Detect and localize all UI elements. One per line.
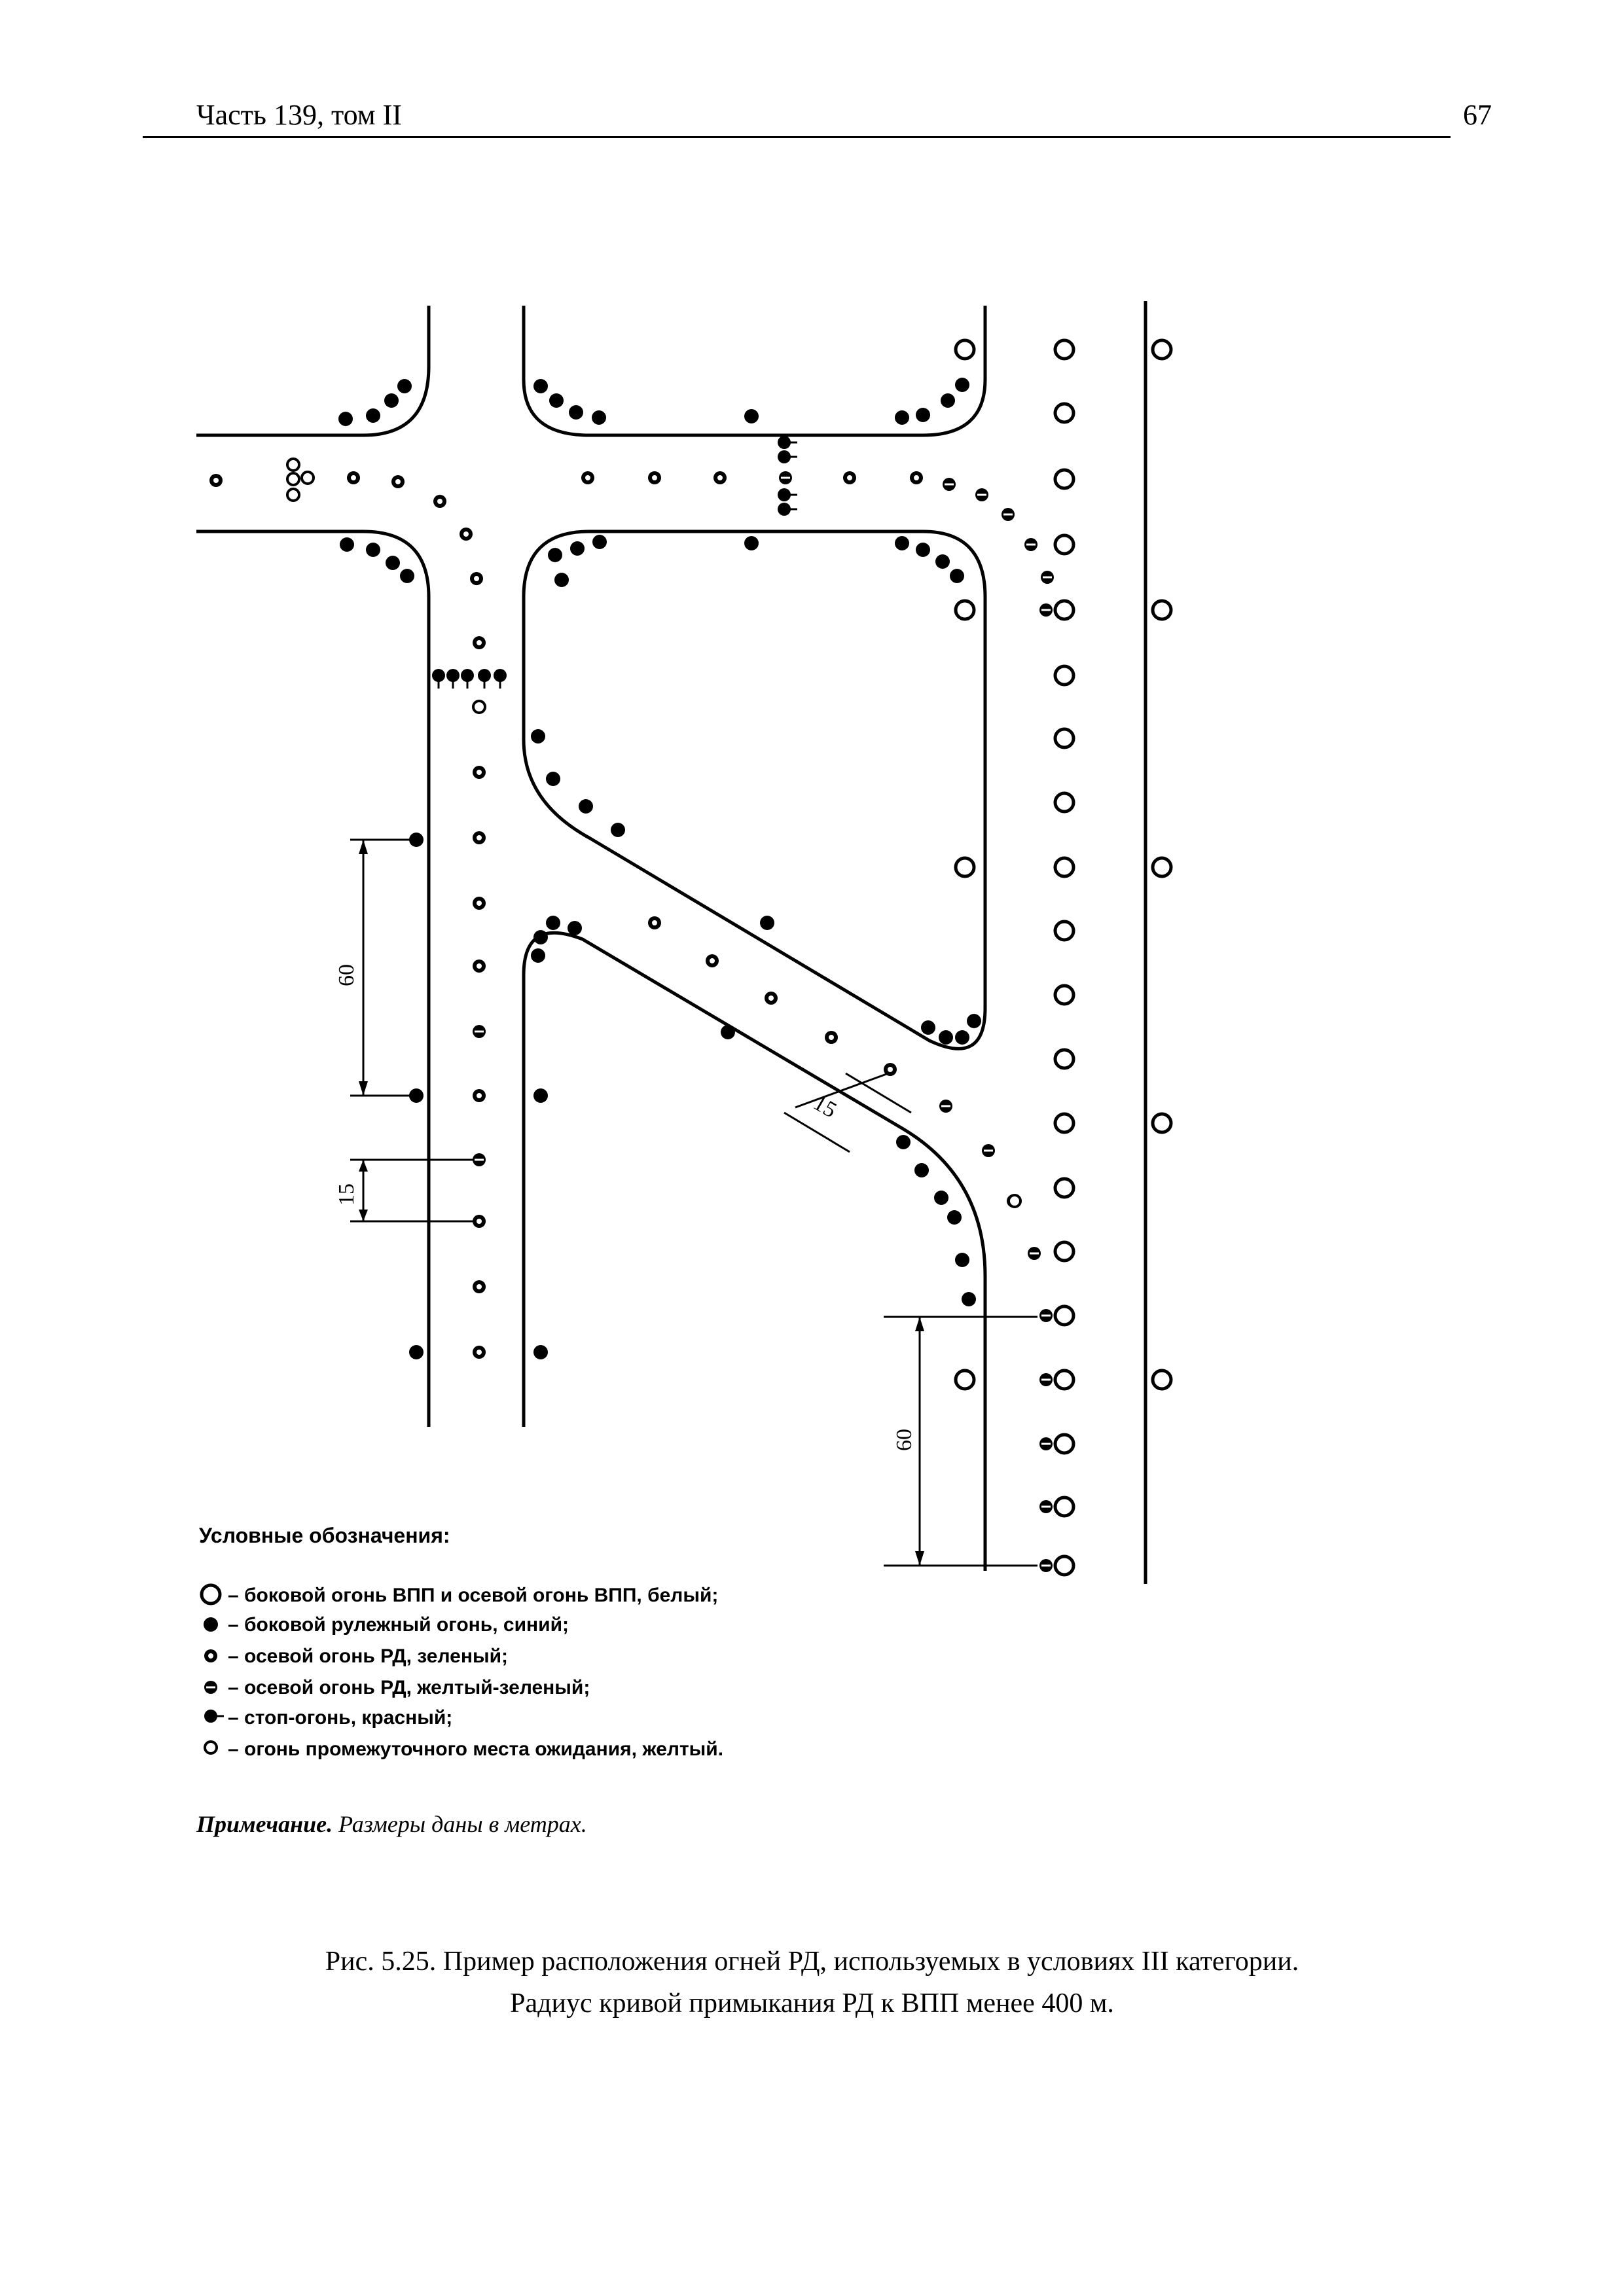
runway-lights — [956, 340, 1171, 1575]
centerline-green-lights — [209, 471, 923, 1359]
runway-light-icon — [202, 1585, 220, 1604]
centerline-yellow-green-icon — [204, 1681, 217, 1694]
pavement-edges — [196, 301, 1147, 1584]
caption-line-1: Рис. 5.25. Пример расположения огней РД,… — [325, 1946, 1299, 1977]
note-text: Размеры даны в метрах. — [338, 1811, 587, 1837]
upper-block-edge — [522, 306, 987, 437]
centerline-green-icon — [204, 1649, 217, 1662]
legend-item-taxiway-edge: – боковой рулежный огонь, синий; — [228, 1614, 569, 1636]
dimension-15-left: 15 — [334, 1183, 359, 1206]
legend-item-intermediate-holding: – огонь промежуточного места ожидания, ж… — [228, 1738, 723, 1760]
page-number: 67 — [1463, 99, 1492, 131]
dimension-60-right: 60 — [892, 1429, 916, 1451]
centerline-yellow-green-lights — [473, 471, 1054, 1572]
legend-title: Условные обозначения: — [199, 1524, 450, 1547]
legend-items: – боковой огонь ВПП и осевой огонь ВПП, … — [202, 1585, 723, 1760]
legend-item-runway: – боковой огонь ВПП и осевой огонь ВПП, … — [228, 1585, 718, 1606]
left-taxiway-edge-top — [196, 306, 431, 437]
legend-item-centerline-green: – осевой огонь РД, зеленый; — [228, 1645, 508, 1667]
dimension-arrows — [359, 840, 924, 1566]
legend-item-centerline-yellow-green: – осевой огонь РД, желтый-зеленый; — [228, 1677, 590, 1698]
header-rule — [143, 136, 1451, 138]
dimension-60-left: 60 — [334, 964, 359, 986]
legend-item-stop-bar: – стоп-огонь, красный; — [228, 1707, 452, 1729]
dimension-15-diagonal: 15 — [809, 1090, 840, 1122]
taxiway-edge-light-icon — [204, 1617, 218, 1632]
figure-caption: Рис. 5.25. Пример расположения огней РД,… — [0, 1941, 1624, 2024]
figure-note: Примечание. Размеры даны в метрах. — [196, 1810, 587, 1838]
island-edge — [522, 529, 987, 1050]
stop-bar-lights — [431, 435, 799, 690]
lower-fork-edge — [522, 931, 987, 1571]
note-label: Примечание. — [196, 1811, 333, 1837]
intermediate-holding-icon — [204, 1740, 218, 1755]
taxiway-edge-lights — [338, 378, 981, 1359]
stop-bar-icon — [203, 1708, 225, 1724]
dimension-lines — [350, 838, 1038, 1567]
caption-line-2: Радиус кривой примыкания РД к ВПП менее … — [510, 1988, 1114, 2018]
left-taxiway-edge-bottom — [196, 529, 431, 1427]
page-header-title: Часть 139, том II — [196, 99, 402, 131]
